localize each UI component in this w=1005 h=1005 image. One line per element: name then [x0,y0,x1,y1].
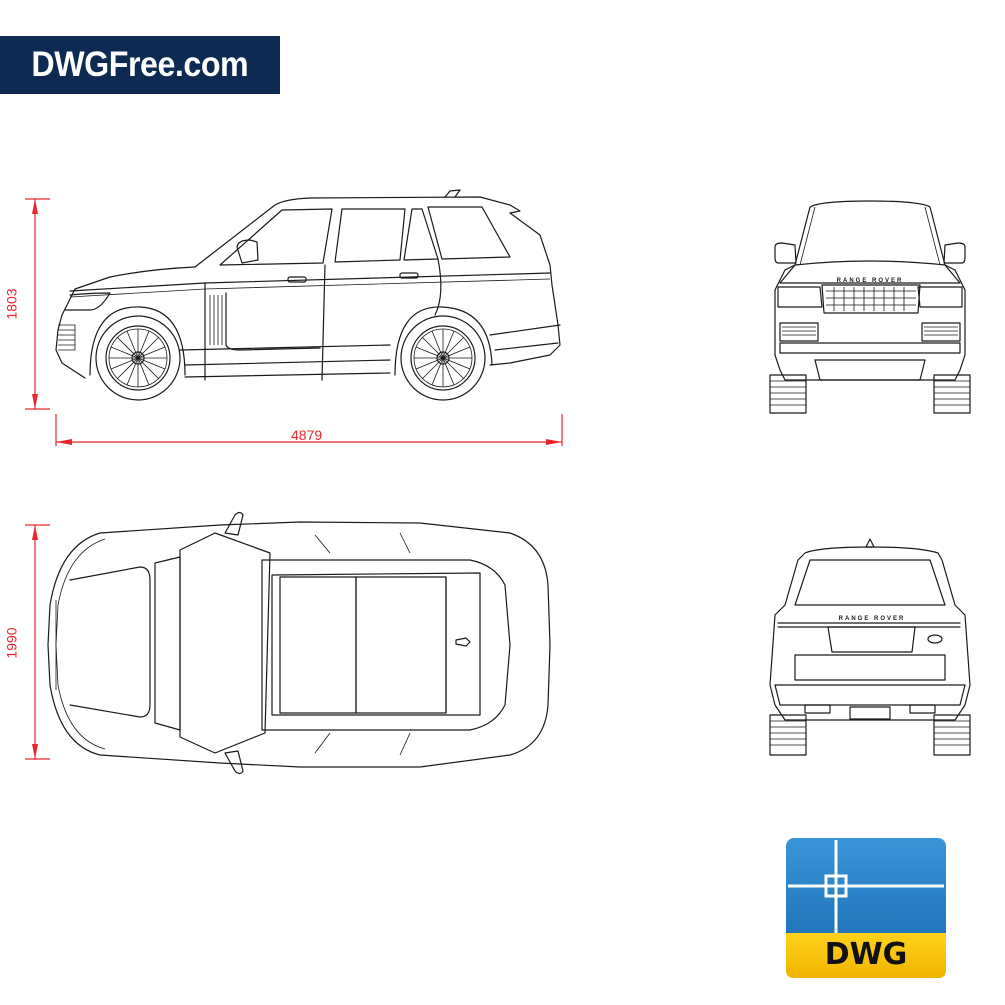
height-dimension-label: 1803 [3,288,20,320]
length-dimension-label: 4879 [291,427,323,443]
width-dimension-line [25,524,50,760]
length-dimension-line [55,414,563,446]
car-rear-view: RANGE ROVER [769,538,971,756]
dwg-file-label: DWG [824,937,908,972]
site-logo-banner: DWGFree.com [0,36,280,94]
svg-text:RANGE ROVER: RANGE ROVER [837,278,904,284]
dwg-file-icon: DWG [786,838,946,978]
car-front-view: RANGE ROVER [769,200,971,414]
car-side-view [55,189,561,401]
width-dimension-label: 1990 [3,627,20,659]
height-dimension-line [25,198,50,410]
rear-wheel [400,315,486,401]
site-logo-text: DWGFree.com [31,45,249,84]
car-top-view [47,511,551,775]
svg-text:RANGE ROVER: RANGE ROVER [839,616,906,622]
front-wheel [95,315,181,401]
